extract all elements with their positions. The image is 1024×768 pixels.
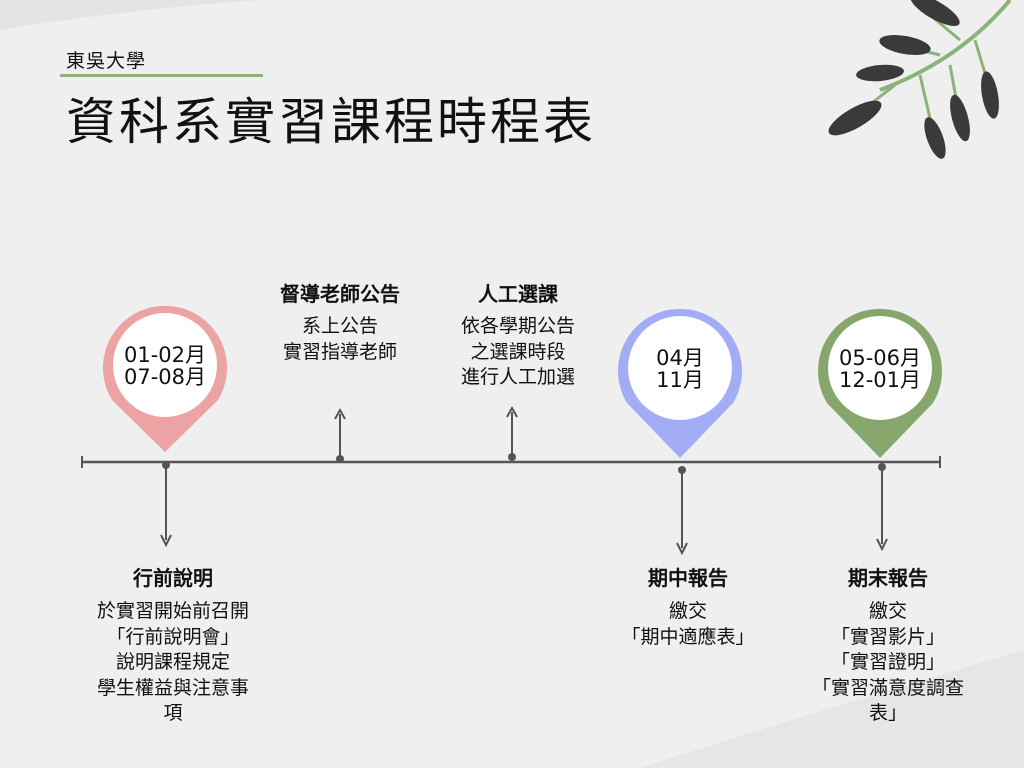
event-marker-1 — [160, 461, 172, 548]
map-pin-icon-green — [817, 308, 942, 458]
header-underline — [60, 74, 263, 77]
event-body-3: 依各學期公告 之選課時段 進行人工加選 — [460, 315, 575, 388]
event-marker-5 — [876, 463, 888, 552]
organization-name: 東吳大學 — [66, 50, 147, 72]
event-marker-2 — [334, 407, 346, 463]
event-heading-4: 期中報告 — [648, 566, 728, 590]
map-pin-icon-blue — [617, 308, 742, 458]
pin-date-5: 05-06月 12-01月 — [838, 346, 922, 392]
map-pin-icon-pink — [102, 305, 227, 452]
event-heading-2: 督導老師公告 — [280, 282, 400, 306]
event-marker-4 — [676, 466, 688, 556]
event-heading-3: 人工選課 — [478, 282, 558, 306]
pin-date-4: 04月 11月 — [656, 346, 704, 392]
paper-texture-bottom — [640, 650, 1024, 768]
event-heading-1: 行前說明 — [133, 566, 213, 590]
event-body-5: 繳交 「實習影片」 「實習證明」 「實習滿意度調查 表」 — [811, 600, 964, 724]
event-body-1: 於實習開始前召開 「行前說明會」 說明課程規定 學生權益與注意事 項 — [96, 600, 249, 724]
leaf-branch-decoration — [828, 0, 1012, 159]
event-body-2: 系上公告 實習指導老師 — [282, 315, 397, 363]
event-marker-3 — [506, 405, 518, 461]
page-title: 資科系實習課程時程表 — [66, 93, 596, 151]
paper-texture — [0, 0, 260, 30]
event-heading-5: 期末報告 — [848, 566, 928, 590]
pin-date-1: 01-02月 07-08月 — [123, 343, 207, 389]
event-body-4: 繳交 「期中適應表」 — [621, 600, 755, 648]
